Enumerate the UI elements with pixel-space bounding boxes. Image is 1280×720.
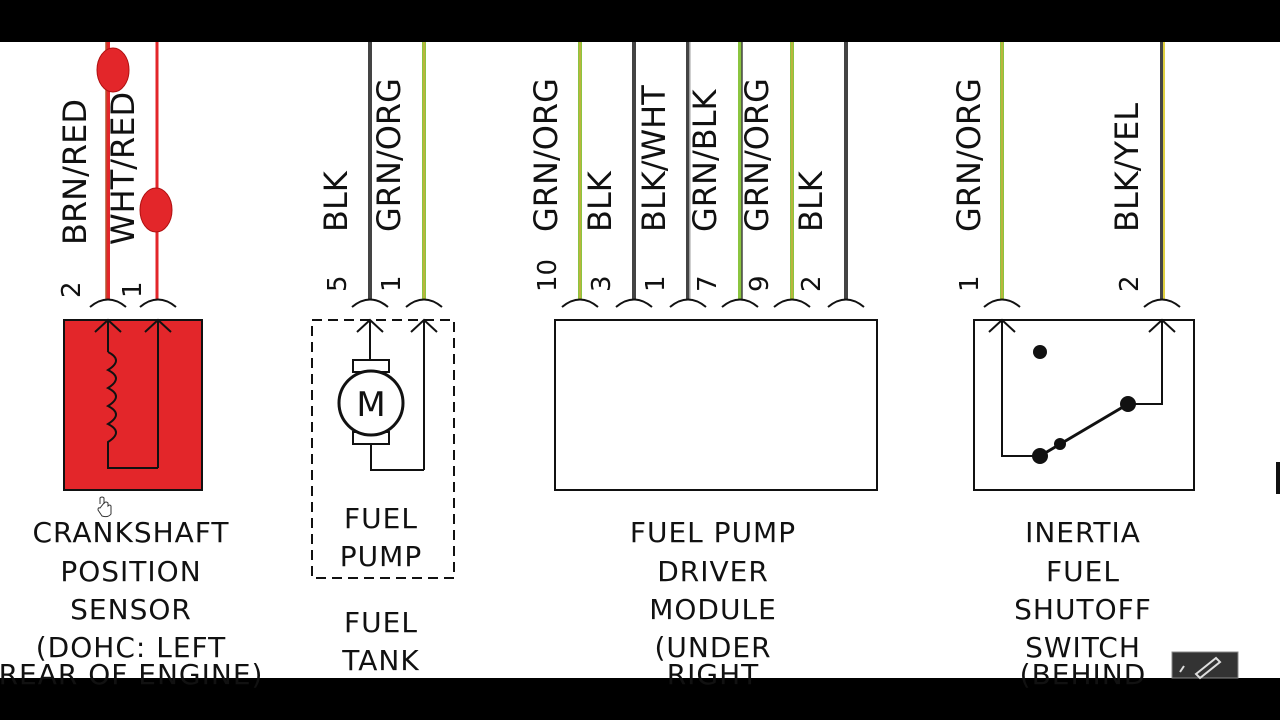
component-title: PUMP — [340, 540, 422, 573]
pin-number: 10 — [533, 259, 563, 292]
bottom-letterbox — [0, 678, 1280, 720]
coil-symbol — [105, 351, 158, 469]
pin-number: 7 — [693, 275, 723, 292]
fpdm-body — [554, 319, 878, 491]
pin-number: 1 — [955, 275, 985, 292]
switch-contact — [1032, 448, 1048, 464]
wire-label: GRN/ORG — [738, 78, 776, 232]
wire-label: BLK — [792, 170, 830, 232]
hand-cursor-icon — [97, 496, 112, 518]
wire-label: BLK — [581, 170, 619, 232]
top-letterbox — [0, 0, 1280, 42]
component-title: (DOHC: LEFT — [36, 631, 226, 664]
pin-number: 1 — [118, 281, 148, 298]
component-title: DRIVER — [657, 555, 769, 588]
component-title: SHUTOFF — [1014, 593, 1152, 626]
wire-label: BLK/YEL — [1108, 103, 1146, 232]
switch-blade — [1039, 402, 1129, 458]
fuel-pump-driver-module: GRN/ORG BLK BLK/WHT GRN/BLK GRN/ORG BLK … — [527, 42, 878, 691]
wire-label: BLK — [317, 170, 355, 232]
pin-number: 2 — [797, 275, 827, 292]
pin-number: 9 — [745, 275, 775, 292]
component-title: CRANKSHAFT — [32, 516, 229, 549]
edge-marker — [1276, 462, 1280, 494]
component-title: (BEHIND — [1020, 658, 1147, 691]
pin-number: 3 — [587, 275, 617, 292]
wire-label: GRN/BLK — [686, 88, 724, 232]
pin-number: 2 — [1115, 275, 1145, 292]
splice-marker — [96, 47, 130, 93]
fuel-pump: BLK GRN/ORG 5 1 M FUEL PUMP FUEL TANK — [311, 42, 455, 677]
component-title: INERTIA — [1025, 516, 1141, 549]
switch-contact — [1120, 396, 1136, 412]
component-title: SWITCH — [1025, 631, 1141, 664]
ckp-body — [63, 319, 203, 491]
wire-label: GRN/ORG — [370, 78, 408, 232]
component-title: FUEL — [344, 606, 418, 639]
inertia-switch: GRN/ORG BLK/YEL 1 2 INERTIA FUEL SHUTOFF… — [950, 42, 1195, 691]
ckp-sensor: BRN/RED WHT/RED 2 1 CRANKSHAFT POSITION … — [0, 42, 263, 691]
component-title: TANK — [341, 644, 419, 677]
component-title: FUEL — [344, 502, 418, 535]
pin-number: 2 — [57, 281, 87, 298]
motor-symbol: M — [356, 385, 385, 425]
fuel-tank-boundary — [311, 319, 455, 579]
wire-label: WHT/RED — [104, 92, 142, 245]
component-title: MODULE — [649, 593, 777, 626]
component-title: FUEL — [1046, 555, 1120, 588]
switch-contact — [1033, 345, 1047, 359]
component-title: POSITION — [60, 555, 201, 588]
splice-marker — [139, 187, 173, 233]
wire-label: BRN/RED — [56, 99, 94, 245]
component-title: REAR OF ENGINE) — [0, 658, 263, 691]
pin-number: 1 — [641, 275, 671, 292]
pin-number: 1 — [377, 275, 407, 292]
wire-label: BLK/WHT — [635, 85, 673, 232]
component-title: SENSOR — [70, 593, 192, 626]
motor-icon — [337, 369, 405, 437]
component-title: FUEL PUMP — [630, 516, 796, 549]
component-title: RIGHT — [667, 658, 760, 691]
pin-number: 5 — [323, 275, 353, 292]
wire-label: GRN/ORG — [950, 78, 988, 232]
component-title: (UNDER — [654, 631, 771, 664]
pen-tool-icon[interactable] — [1171, 651, 1239, 680]
wire-label: GRN/ORG — [527, 78, 565, 232]
